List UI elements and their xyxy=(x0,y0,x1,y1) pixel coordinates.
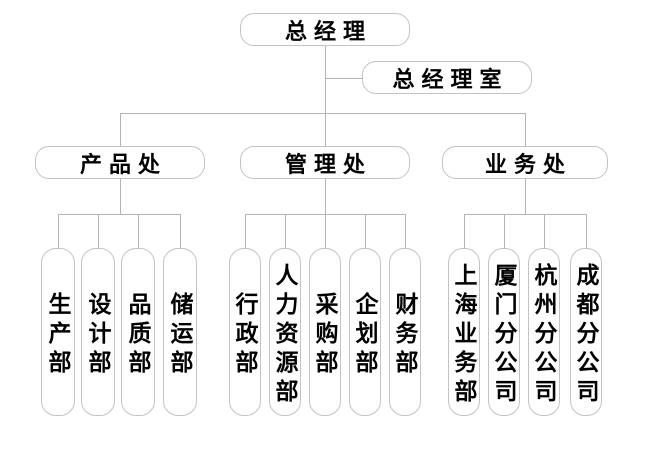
node-general-manager: 总经理 xyxy=(240,13,410,46)
node-division-management: 管理处 xyxy=(240,146,410,179)
node-gm-office: 总经理室 xyxy=(362,61,532,94)
node-finance-dept: 财务部 xyxy=(389,248,421,416)
node-design-dept: 设计部 xyxy=(81,248,115,416)
connector-drop-storage xyxy=(180,214,181,248)
connector-drop-hr xyxy=(285,214,286,248)
connector-drop-purchasing xyxy=(325,214,326,248)
connector-bus-business xyxy=(464,214,586,215)
node-admin-dept: 行政部 xyxy=(229,248,261,416)
connector-stem-management xyxy=(325,179,326,214)
node-planning-dept: 企划部 xyxy=(349,248,381,416)
connector-drop-admin xyxy=(245,214,246,248)
node-shanghai-business-dept: 上海业务部 xyxy=(448,248,480,416)
node-production-dept: 生产部 xyxy=(41,248,75,416)
connector-stem-business xyxy=(525,179,526,214)
connector-drop-product xyxy=(120,113,121,146)
node-division-product: 产品处 xyxy=(35,146,205,179)
node-hangzhou-branch: 杭州分公司 xyxy=(528,248,560,416)
node-purchasing-dept: 采购部 xyxy=(309,248,341,416)
connector-drop-production xyxy=(58,214,59,248)
connector-bus-product xyxy=(58,214,180,215)
connector-trunk xyxy=(325,46,326,146)
connector-drop-finance xyxy=(405,214,406,248)
connector-staff-branch xyxy=(325,78,363,79)
connector-division-bus xyxy=(120,113,525,114)
connector-drop-business xyxy=(525,113,526,146)
node-division-business: 业务处 xyxy=(442,146,608,179)
connector-stem-product xyxy=(120,179,121,214)
connector-drop-design xyxy=(98,214,99,248)
node-hr-dept: 人力资源部 xyxy=(269,248,301,416)
connector-drop-planning xyxy=(365,214,366,248)
node-storage-transport-dept: 储运部 xyxy=(163,248,197,416)
connector-drop-xiamen xyxy=(504,214,505,248)
connector-drop-chengdu xyxy=(586,214,587,248)
node-xiamen-branch: 厦门分公司 xyxy=(488,248,520,416)
connector-drop-shanghai xyxy=(464,214,465,248)
connector-drop-hangzhou xyxy=(544,214,545,248)
node-chengdu-branch: 成都分公司 xyxy=(570,248,602,416)
node-quality-dept: 品质部 xyxy=(121,248,155,416)
connector-drop-quality xyxy=(138,214,139,248)
